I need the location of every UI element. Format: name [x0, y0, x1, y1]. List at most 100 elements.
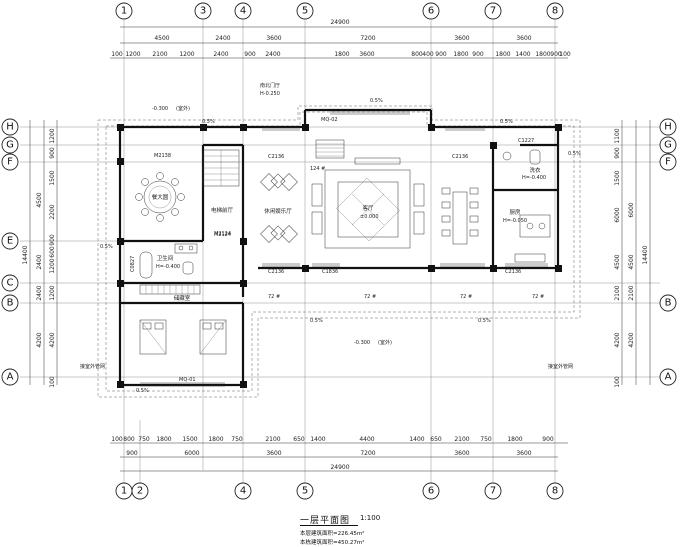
svg-text:0.5%: 0.5%	[568, 151, 581, 157]
svg-text:1800: 1800	[535, 51, 550, 58]
svg-text:1500: 1500	[614, 170, 621, 185]
room-kitchen-label: 厨房	[509, 208, 521, 216]
room-elevator-hall: 电梯前厅	[211, 206, 234, 214]
svg-text:72 #: 72 #	[268, 294, 280, 300]
bottom-dimensions: 100 800 750 1800 1500 1800 750 2100 650 …	[110, 436, 568, 472]
room-kitchen-level: H=-0.050	[503, 218, 527, 224]
svg-text:2100: 2100	[152, 51, 167, 58]
left-staircase	[202, 149, 240, 187]
axis-grid-lines	[20, 20, 660, 490]
svg-text:MQ-02: MQ-02	[321, 117, 338, 123]
svg-text:750: 750	[231, 436, 243, 443]
top-dimensions: 24900 4500 2400 3600 7200 3600 3600 100 …	[110, 19, 571, 59]
svg-text:100: 100	[111, 436, 123, 443]
svg-text:900: 900	[126, 450, 138, 457]
room-storage-label: 储藏室	[174, 294, 191, 302]
svg-text:M2138: M2138	[154, 153, 171, 159]
room-dining-label: 餐大圆	[152, 193, 169, 201]
title-underline	[300, 525, 358, 526]
svg-text:900: 900	[614, 147, 621, 159]
bathroom-fixtures	[139, 243, 198, 279]
svg-text:124 #: 124 #	[310, 166, 325, 172]
svg-text:900: 900	[542, 436, 554, 443]
svg-text:72 #: 72 #	[532, 294, 544, 300]
outer-walls	[118, 108, 560, 387]
svg-text:C2136: C2136	[505, 269, 521, 275]
svg-text:1: 1	[121, 6, 127, 17]
svg-text:A: A	[665, 372, 672, 383]
svg-text:6000: 6000	[184, 450, 199, 457]
room-laundry-label: 洗衣	[529, 166, 541, 174]
svg-text:0.5%: 0.5%	[136, 388, 149, 394]
svg-text:0.5%: 0.5%	[202, 119, 215, 125]
svg-text:1800: 1800	[507, 436, 522, 443]
svg-text:4: 4	[240, 6, 246, 17]
svg-text:1: 1	[121, 486, 127, 497]
svg-text:1500: 1500	[49, 170, 56, 185]
svg-text:2400: 2400	[36, 285, 43, 300]
dim-top-4: 7200	[360, 35, 375, 42]
svg-text:0.5%: 0.5%	[100, 244, 113, 250]
svg-text:0.5%: 0.5%	[478, 318, 491, 324]
svg-text:6000: 6000	[614, 207, 621, 222]
svg-text:G: G	[6, 140, 14, 151]
svg-text:4: 4	[240, 486, 246, 497]
svg-text:1100: 1100	[614, 128, 621, 143]
svg-text:6: 6	[428, 6, 434, 17]
svg-text:C1836: C1836	[322, 269, 338, 275]
svg-text:4500: 4500	[614, 254, 621, 269]
svg-text:100: 100	[111, 51, 123, 58]
bedroom-furniture	[139, 319, 227, 355]
svg-text:800: 800	[123, 436, 135, 443]
svg-text:2100: 2100	[265, 436, 280, 443]
svg-text:3600: 3600	[454, 450, 469, 457]
drawing-scale: 1:100	[360, 514, 381, 522]
svg-text:650: 650	[293, 436, 305, 443]
dim-bottom-total: 24900	[330, 464, 349, 471]
dim-top-total: 24900	[330, 19, 349, 26]
svg-text:接室外管网: 接室外管网	[80, 363, 105, 370]
svg-text:900: 900	[435, 51, 447, 58]
svg-text:1800: 1800	[208, 436, 223, 443]
svg-text:C1227: C1227	[518, 138, 534, 144]
svg-text:C: C	[7, 278, 14, 289]
svg-text:7200: 7200	[360, 450, 375, 457]
svg-text:H-0.250: H-0.250	[260, 91, 280, 97]
left-dimensions: 14400 4500 2400 2400 4200 1200 900 1500 …	[22, 120, 58, 388]
svg-text:1200: 1200	[179, 51, 194, 58]
svg-text:B: B	[7, 298, 14, 309]
svg-text:1200: 1200	[125, 51, 140, 58]
svg-text:H: H	[664, 122, 672, 133]
svg-text:3: 3	[200, 6, 206, 17]
eaves-outline	[97, 105, 581, 398]
svg-text:F: F	[7, 157, 13, 168]
svg-text:4200: 4200	[614, 332, 621, 347]
svg-text:1200: 1200	[49, 285, 56, 300]
svg-text:4400: 4400	[359, 436, 374, 443]
svg-text:3600: 3600	[516, 450, 531, 457]
svg-text:1800: 1800	[334, 51, 349, 58]
svg-text:1800: 1800	[453, 51, 468, 58]
svg-text:1800: 1800	[495, 51, 510, 58]
floor-area: 本层建筑面积=226.45m²	[300, 531, 365, 537]
svg-text:2100: 2100	[628, 285, 635, 300]
svg-text:5: 5	[302, 486, 308, 497]
axis-bubbles-right: H G F B A	[659, 118, 677, 386]
dim-top-6: 3600	[516, 35, 531, 42]
svg-text:72 #: 72 #	[460, 294, 472, 300]
storage-hatch	[139, 284, 201, 295]
svg-text:8: 8	[552, 6, 558, 17]
axis-bubbles-top: 1 3 4 5 6 7 8	[115, 2, 564, 20]
dim-top-2: 2400	[215, 35, 230, 42]
svg-text:600: 600	[49, 246, 56, 258]
svg-text:C2136: C2136	[268, 154, 284, 160]
svg-text:G: G	[664, 140, 672, 151]
svg-text:800: 800	[411, 51, 423, 58]
svg-text:750: 750	[138, 436, 150, 443]
room-lounge-label: 休闲娱乐厅	[264, 207, 292, 215]
svg-text:1400: 1400	[310, 436, 325, 443]
svg-text:-0.300: -0.300	[354, 340, 370, 346]
structural-columns	[117, 124, 562, 388]
svg-text:14400: 14400	[642, 245, 649, 264]
